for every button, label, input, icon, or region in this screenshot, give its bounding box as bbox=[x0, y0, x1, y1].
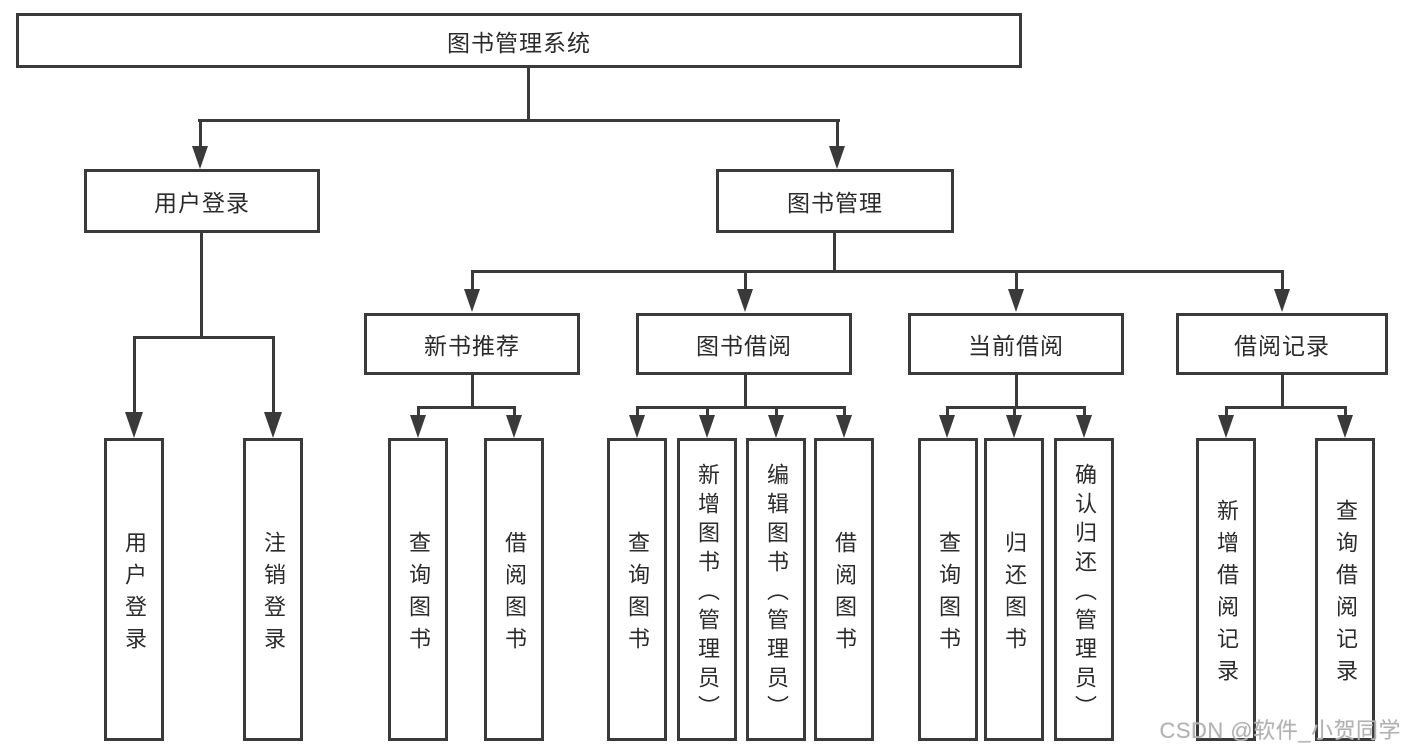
arrowhead-down-icon bbox=[125, 412, 143, 438]
arrowhead-down-icon bbox=[629, 415, 645, 438]
connector-line bbox=[1225, 406, 1228, 418]
connector-line bbox=[744, 375, 747, 408]
connector-line bbox=[198, 119, 840, 122]
connector-line bbox=[272, 336, 275, 416]
arrowhead-down-icon bbox=[829, 146, 845, 169]
node-user-login: 用户登录 bbox=[84, 169, 320, 233]
arrowhead-down-icon bbox=[464, 289, 480, 312]
connector-line bbox=[471, 270, 474, 292]
arrowhead-down-icon bbox=[737, 289, 753, 312]
arrowhead-down-icon bbox=[410, 415, 426, 438]
connector-line bbox=[946, 406, 949, 418]
connector-line bbox=[833, 233, 836, 272]
arrowhead-down-icon bbox=[1274, 289, 1290, 312]
node-book-management: 图书管理 bbox=[716, 169, 954, 233]
leaf-edit-book-admin: 编辑图书（管理员） bbox=[746, 438, 806, 741]
connector-line bbox=[1083, 406, 1086, 418]
connector-line bbox=[775, 406, 778, 418]
leaf-borrow-books-recommend: 借阅图书 bbox=[484, 438, 544, 741]
connector-line bbox=[200, 233, 203, 336]
connector-line bbox=[527, 68, 530, 119]
connector-line bbox=[1015, 375, 1018, 408]
leaf-query-borrow-record: 查询借阅记录 bbox=[1315, 438, 1375, 741]
connector-line bbox=[199, 119, 202, 148]
node-current-borrowing: 当前借阅 bbox=[908, 313, 1124, 375]
leaf-confirm-return-admin: 确认归还（管理员） bbox=[1054, 438, 1114, 741]
watermark: CSDN @软件_小贺同学 bbox=[1159, 718, 1401, 743]
arrowhead-down-icon bbox=[1337, 415, 1353, 438]
leaf-query-books-recommend: 查询图书 bbox=[388, 438, 448, 741]
arrowhead-down-icon bbox=[939, 415, 955, 438]
connector-line bbox=[946, 406, 1086, 409]
arrowhead-down-icon bbox=[768, 415, 784, 438]
connector-line bbox=[1344, 406, 1347, 418]
connector-line bbox=[836, 119, 839, 148]
node-book-borrowing: 图书借阅 bbox=[636, 313, 852, 375]
arrowhead-down-icon bbox=[1008, 289, 1024, 312]
connector-line bbox=[706, 406, 709, 418]
connector-line bbox=[417, 406, 516, 409]
node-new-book-recommend: 新书推荐 bbox=[364, 313, 580, 375]
connector-line bbox=[1225, 406, 1347, 409]
arrowhead-down-icon bbox=[1006, 415, 1022, 438]
connector-line bbox=[636, 406, 846, 409]
arrowhead-down-icon bbox=[699, 415, 715, 438]
connector-line bbox=[471, 375, 474, 408]
connector-line bbox=[1281, 270, 1284, 292]
arrowhead-down-icon bbox=[506, 415, 522, 438]
connector-line bbox=[471, 270, 1284, 273]
leaf-query-books-borrowing: 查询图书 bbox=[607, 438, 667, 741]
leaf-logout: 注销登录 bbox=[243, 438, 303, 741]
arrowhead-down-icon bbox=[264, 412, 282, 438]
leaf-borrow-books-borrowing: 借阅图书 bbox=[814, 438, 874, 741]
arrowhead-down-icon bbox=[1218, 415, 1234, 438]
connector-line bbox=[744, 270, 747, 292]
connector-line bbox=[417, 406, 420, 418]
leaf-user-login: 用户登录 bbox=[104, 438, 164, 741]
leaf-query-books-current: 查询图书 bbox=[918, 438, 978, 741]
connector-line bbox=[1013, 406, 1016, 418]
connector-line bbox=[843, 406, 846, 418]
connector-line bbox=[1015, 270, 1018, 292]
leaf-add-borrow-record: 新增借阅记录 bbox=[1196, 438, 1256, 741]
arrowhead-down-icon bbox=[836, 415, 852, 438]
connector-line bbox=[636, 406, 639, 418]
connector-line bbox=[133, 336, 275, 339]
connector-line bbox=[513, 406, 516, 418]
node-library-system: 图书管理系统 bbox=[16, 13, 1022, 68]
leaf-add-book-admin: 新增图书（管理员） bbox=[677, 438, 737, 741]
leaf-return-book: 归还图书 bbox=[984, 438, 1044, 741]
connector-line bbox=[133, 336, 136, 416]
connector-line bbox=[1281, 375, 1284, 408]
arrowhead-down-icon bbox=[1076, 415, 1092, 438]
node-borrowing-records: 借阅记录 bbox=[1176, 313, 1388, 375]
arrowhead-down-icon bbox=[192, 146, 208, 169]
